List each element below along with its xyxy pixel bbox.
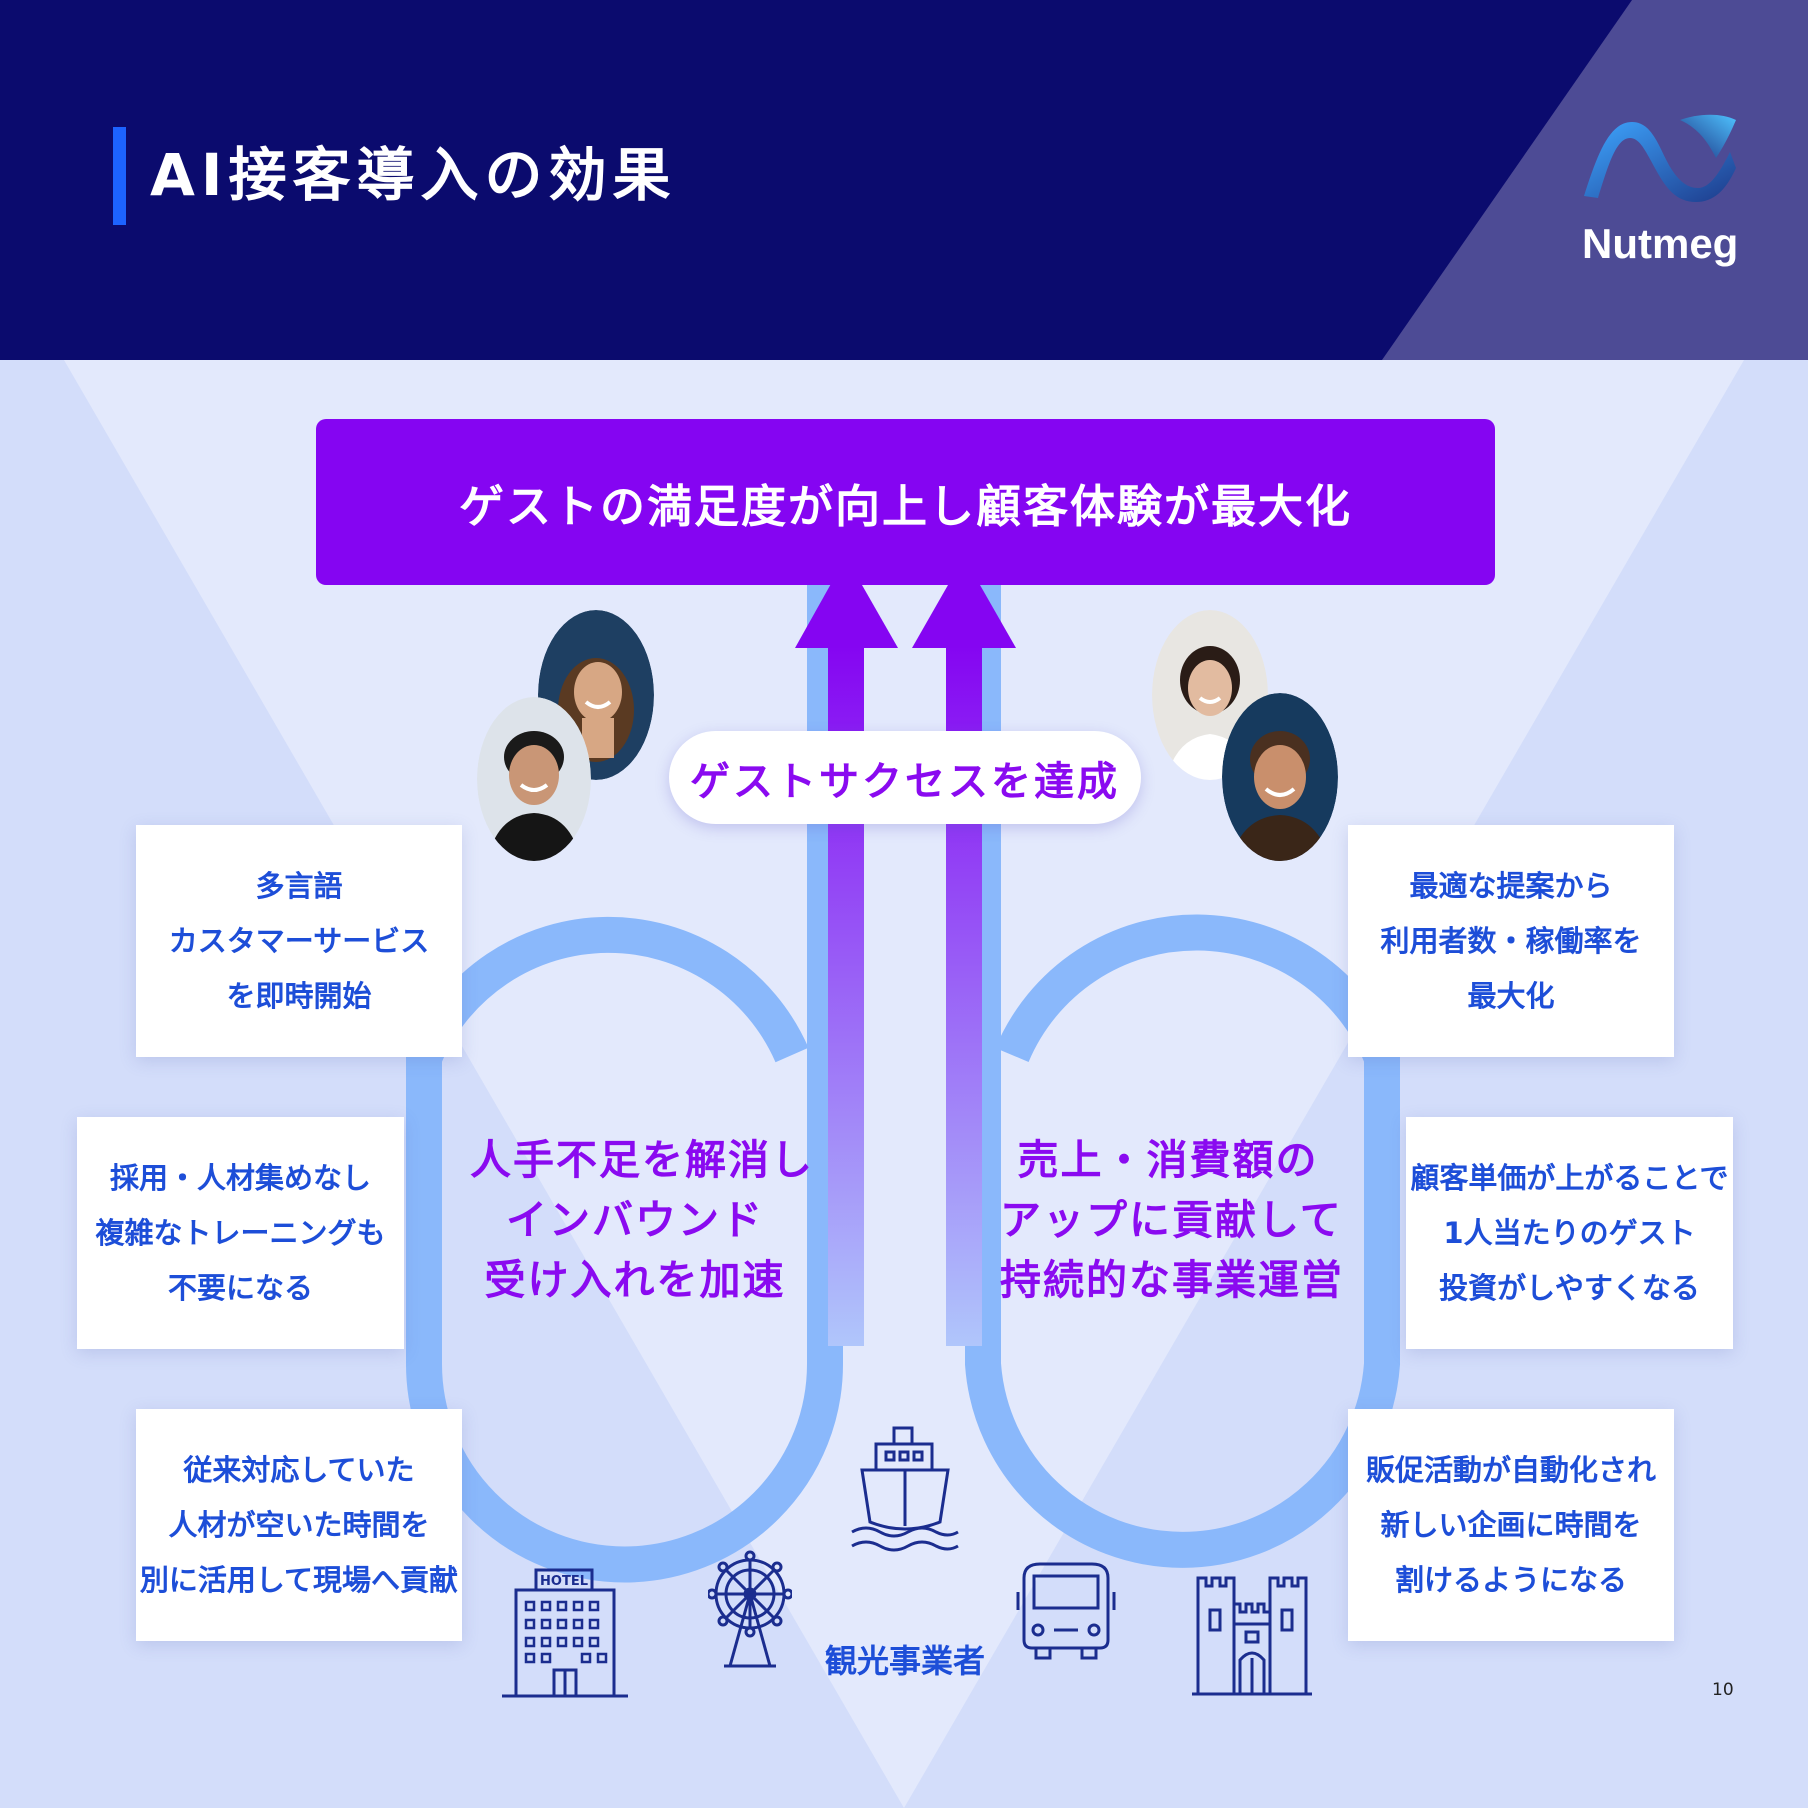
right-loop-line-3: 持続的な事業運営 [1000,1256,1344,1304]
right-loop-line-2: アップに貢献して [1000,1196,1343,1244]
right-card-3: 販促活動が自動化され 新しい企画に時間を 割けるようになる [1348,1409,1674,1641]
bus-icon [1016,1562,1116,1660]
left-card-3: 従来対応していた 人材が空いた時間を 別に活用して現場へ貢献 [136,1409,462,1641]
avatar-man-right [1222,693,1338,861]
castle-icon [1192,1576,1312,1696]
card-line: 最適な提案から [1409,868,1613,903]
card-line: 複雑なトレーニングも [95,1215,386,1250]
left-card-1: 多言語 カスタマーサービス を即時開始 [136,825,462,1057]
card-line: 1人当たりのゲスト [1443,1215,1696,1250]
card-line: を即時開始 [226,978,372,1013]
card-line: 不要になる [167,1270,313,1305]
right-card-1: 最適な提案から 利用者数・稼働率を 最大化 [1348,825,1674,1057]
headline-text: ゲストの満足度が向上し顧客体験が最大化 [458,479,1352,533]
right-loop-text: 売上・消費額の アップに貢献して 持続的な事業運営 [1000,1130,1344,1310]
headline-box: ゲストの満足度が向上し顧客体験が最大化 [316,419,1495,585]
nutmeg-logo-icon [1584,114,1736,202]
card-line: 利用者数・稼働率を [1380,923,1642,958]
card-line: 新しい企画に時間を [1380,1507,1642,1542]
card-line: 投資がしやすくなる [1439,1270,1700,1305]
guest-success-text: ゲストサクセスを達成 [690,758,1120,805]
ship-icon [851,1426,959,1552]
right-loop-line-1: 売上・消費額の [1017,1136,1319,1184]
card-line: カスタマーサービス [168,923,430,958]
ferris-wheel-icon [708,1550,792,1668]
hotel-icon: HOTEL [502,1568,628,1698]
page-number: 10 [1712,1680,1734,1700]
card-line: 多言語 [255,868,343,903]
left-arrowhead [795,557,898,648]
right-card-2: 顧客単価が上がることで 1人当たりのゲスト 投資がしやすくなる [1406,1117,1733,1349]
left-loop-line-2: インバウンド [506,1196,764,1244]
card-line: 顧客単価が上がることで [1410,1160,1729,1195]
business-operator-label: 観光事業者 [824,1642,985,1680]
brand-logo-text: Nutmeg [1582,220,1739,267]
page-title: AI接客導入の効果 [150,141,677,209]
right-arrowhead [912,557,1016,648]
card-line: 販促活動が自動化され [1365,1452,1656,1487]
guest-success-pill: ゲストサクセスを達成 [669,731,1141,824]
avatar-man-left [477,697,591,861]
left-card-2: 採用・人材集めなし 複雑なトレーニングも 不要になる [77,1117,404,1349]
title-accent-bar [113,127,126,225]
card-line: 採用・人材集めなし [109,1160,371,1195]
hotel-sign-text: HOTEL [540,1574,588,1589]
card-line: 最大化 [1467,978,1555,1013]
card-line: 人材が空いた時間を [168,1507,430,1542]
card-line: 割けるようになる [1394,1562,1627,1597]
card-line: 従来対応していた [183,1452,415,1487]
card-line: 別に活用して現場へ貢献 [139,1562,459,1597]
left-loop-line-1: 人手不足を解消し [470,1136,814,1184]
left-loop-text: 人手不足を解消し インバウンド 受け入れを加速 [470,1130,814,1310]
left-loop-line-3: 受け入れを加速 [484,1256,786,1304]
